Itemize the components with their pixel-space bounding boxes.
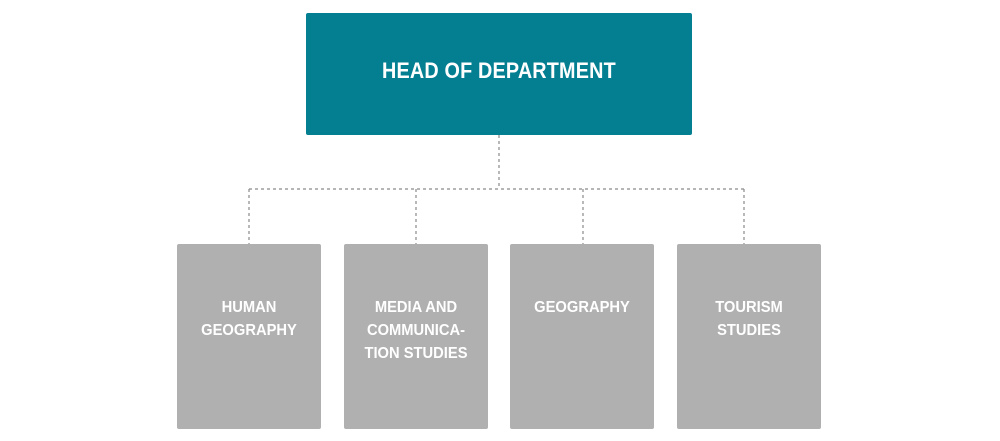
unit-box-tourism-studies: TOURISM STUDIES [677,244,821,429]
unit-label-human-geography: HUMAN GEOGRAPHY [201,299,297,339]
unit-box-human-geography: HUMAN GEOGRAPHY [177,244,321,429]
unit-label-tourism-studies: TOURISM STUDIES [715,299,783,339]
unit-box-geography: GEOGRAPHY [510,244,654,429]
head-of-department-label: HEAD OF DEPARTMENT [382,58,616,83]
unit-label-geography: GEOGRAPHY [534,299,630,316]
head-of-department-box: HEAD OF DEPARTMENT [306,13,692,135]
unit-label-media-communication: MEDIA AND COMMUNICA- TION STUDIES [364,299,468,362]
unit-box-media-communication: MEDIA AND COMMUNICA- TION STUDIES [344,244,488,429]
